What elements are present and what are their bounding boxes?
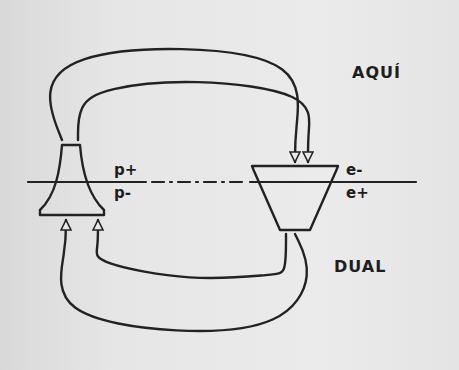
shape-outline-path — [252, 166, 338, 230]
curved-arrow — [61, 220, 307, 331]
axis-line — [250, 181, 416, 183]
shape-outline-path — [40, 145, 104, 215]
particle-label: p- — [114, 185, 131, 202]
shape-outline — [38, 140, 108, 220]
handwritten-note: DUAL — [334, 258, 386, 276]
particle-label: e+ — [346, 185, 369, 202]
particle-label: p+ — [114, 162, 137, 179]
particle-label: e- — [346, 162, 362, 179]
curved-arrow — [97, 220, 286, 278]
bell-shape: p+ p- — [38, 140, 140, 220]
handwritten-note: AQUÍ — [352, 64, 401, 82]
curved-arrow — [50, 49, 298, 162]
funnel-shape: e-e+ — [250, 162, 371, 234]
shape-outline — [250, 162, 340, 234]
axis-dash-dot — [152, 181, 246, 183]
curved-arrow — [78, 82, 309, 162]
